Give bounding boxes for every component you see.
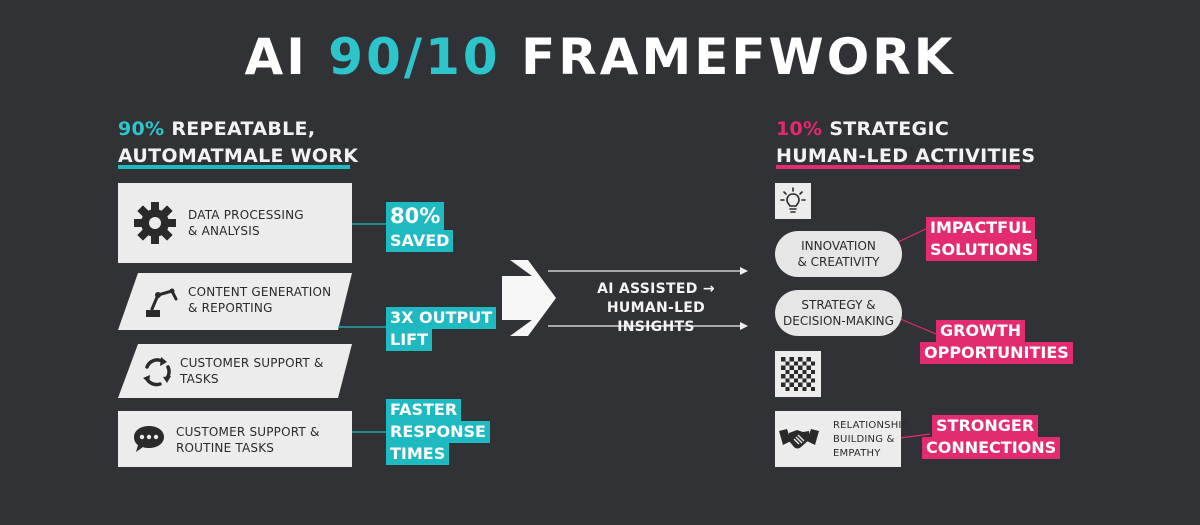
middle-caption: AI ASSISTED → HUMAN-LED INSIGHTS	[566, 280, 746, 337]
gear-icon	[134, 202, 176, 244]
left-heading: 90% REPEATABLE, AUTOMATMALE WORK	[118, 116, 358, 170]
right-heading-underline	[776, 165, 1020, 169]
lightbulb-icon	[780, 187, 806, 213]
chat-bubble-icon	[134, 426, 164, 452]
left-heading-line1: REPEATABLE,	[171, 118, 316, 140]
left-card-line2: ROUTINE TASKS	[176, 441, 275, 455]
handshake-icon	[779, 429, 819, 449]
tag-line: TIMES	[386, 443, 450, 465]
middle-caption-line2: HUMAN-LED INSIGHTS	[606, 300, 706, 335]
middle-caption-line1: AI ASSISTED →	[597, 281, 715, 297]
left-heading-underline	[118, 165, 350, 169]
tag-line: SOLUTIONS	[926, 239, 1038, 261]
right-tag-connections: STRONGER CONNECTIONS	[922, 415, 1061, 459]
right-tag-growth: GROWTH OPPORTUNITIES	[920, 320, 1073, 364]
right-card-line3: EMPATHY	[833, 448, 881, 459]
tag-line: RESPONSE	[386, 421, 490, 443]
left-card-text: CUSTOMER SUPPORT & TASKS	[180, 355, 324, 387]
left-tag-output-lift: 3X OUTPUT LIFT	[386, 307, 497, 351]
cycle-arrows-icon	[140, 356, 174, 388]
right-pill-strategy: STRATEGY & DECISION-MAKING	[775, 290, 902, 336]
left-card-text: CUSTOMER SUPPORT & ROUTINE TASKS	[176, 424, 320, 456]
right-heading-pct: 10%	[776, 118, 823, 140]
left-heading-pct: 90%	[118, 118, 165, 140]
title-accent: 90/10	[328, 28, 501, 86]
right-card-line2: BUILDING &	[833, 434, 895, 445]
left-card-data-processing: DATA PROCESSING & ANALYSIS	[118, 183, 352, 263]
left-card-text: CONTENT GENERATION & REPORTING	[188, 284, 331, 316]
arrow-head	[740, 267, 748, 275]
pill-line1: STRATEGY &	[801, 298, 876, 312]
right-heading-line1: STRATEGIC	[829, 118, 950, 140]
pill-text: INNOVATION & CREATIVITY	[797, 238, 879, 270]
left-card-content-generation: CONTENT GENERATION & REPORTING	[118, 273, 352, 330]
page-title: AI 90/10 FRAMEFWORK	[0, 28, 1200, 86]
tag-line: SAVED	[386, 230, 454, 252]
checkerboard-icon	[781, 357, 815, 391]
arrow-head	[740, 322, 748, 330]
right-heading: 10% STRATEGIC HUMAN-LED ACTIVITIES	[776, 116, 1035, 170]
pill-text: STRATEGY & DECISION-MAKING	[783, 297, 894, 329]
right-heading-line2: HUMAN-LED ACTIVITIES	[776, 145, 1036, 167]
left-card-line2: & REPORTING	[188, 301, 273, 315]
connector-line	[897, 227, 929, 243]
right-card-relationship: RELATIONSHIP BUILDING & EMPATHY	[775, 411, 908, 467]
tag-line: FASTER	[386, 399, 462, 421]
right-icon-box	[775, 351, 821, 397]
right-card-text: RELATIONSHIP BUILDING & EMPATHY	[833, 419, 908, 461]
tag-line: STRONGER	[932, 415, 1039, 437]
tag-line: GROWTH	[936, 320, 1026, 342]
big-chevron-arrow-icon	[502, 260, 556, 336]
robot-arm-icon	[142, 285, 182, 319]
left-card-line1: CUSTOMER SUPPORT &	[176, 425, 320, 439]
right-icon-box	[775, 183, 811, 219]
tag-line: IMPACTFUL	[926, 217, 1036, 239]
tag-line: 3X OUTPUT	[386, 307, 497, 329]
title-post: FRAMEFWORK	[521, 28, 956, 86]
tag-line: CONNECTIONS	[922, 437, 1061, 459]
left-tag-80-saved: 80% SAVED	[386, 202, 454, 252]
right-card-line1: RELATIONSHIP	[833, 420, 908, 431]
connector-line	[897, 317, 937, 335]
left-card-customer-support: CUSTOMER SUPPORT & TASKS	[118, 344, 352, 398]
right-tag-impactful: IMPACTFUL SOLUTIONS	[926, 217, 1038, 261]
tag-line: 80%	[386, 202, 445, 230]
connector-line	[899, 433, 931, 439]
left-tag-faster-response: FASTER RESPONSE TIMES	[386, 399, 490, 465]
left-heading-line2: AUTOMATMALE WORK	[118, 145, 359, 167]
left-card-line2: TASKS	[180, 372, 219, 386]
left-card-text: DATA PROCESSING & ANALYSIS	[188, 207, 304, 239]
left-card-line2: & ANALYSIS	[188, 224, 260, 238]
left-card-routine-tasks: CUSTOMER SUPPORT & ROUTINE TASKS	[118, 411, 352, 467]
pill-line2: & CREATIVITY	[797, 255, 880, 269]
left-card-line1: CONTENT GENERATION	[188, 285, 332, 299]
left-card-line1: DATA PROCESSING	[188, 208, 304, 222]
pill-line2: DECISION-MAKING	[783, 314, 894, 328]
right-pill-innovation: INNOVATION & CREATIVITY	[775, 231, 902, 277]
tag-line: LIFT	[386, 329, 432, 351]
tag-line: OPPORTUNITIES	[920, 342, 1073, 364]
title-pre: AI	[244, 28, 308, 86]
left-card-line1: CUSTOMER SUPPORT &	[180, 356, 324, 370]
pill-line1: INNOVATION	[801, 239, 876, 253]
